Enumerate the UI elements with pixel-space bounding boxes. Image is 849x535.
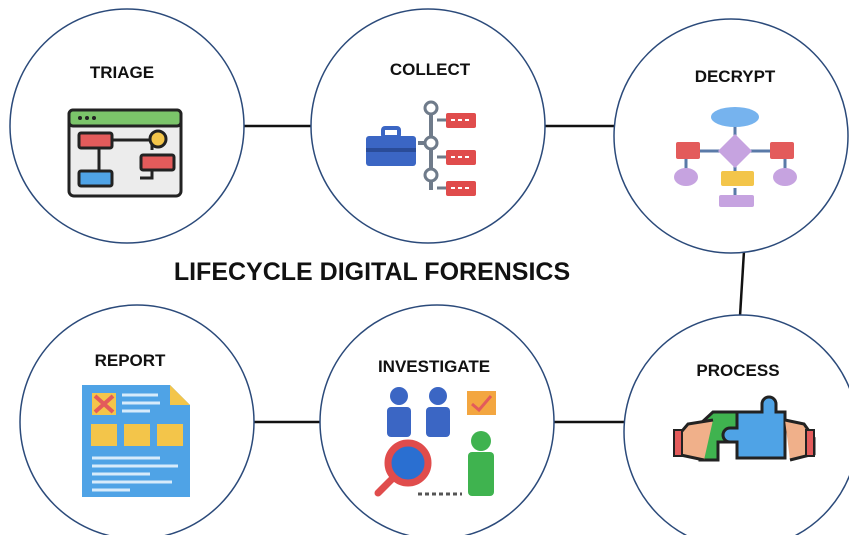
- stage-circle-decrypt[interactable]: [613, 18, 849, 254]
- flowchart-window-icon: [67, 108, 183, 198]
- diagram-title: LIFECYCLE DIGITAL FORENSICS: [174, 258, 570, 286]
- briefcase-tree-icon: [366, 100, 476, 196]
- connector-decrypt-process: [738, 250, 746, 317]
- stage-label-decrypt: DECRYPT: [695, 67, 776, 86]
- decision-flowchart-icon: [674, 107, 797, 207]
- stage-label-process: PROCESS: [696, 361, 779, 380]
- stage-label-collect: COLLECT: [390, 60, 471, 79]
- document-report-icon: [82, 385, 190, 497]
- stage-label-triage: TRIAGE: [90, 63, 154, 82]
- stage-label-investigate: INVESTIGATE: [378, 357, 490, 376]
- stage-circle-collect[interactable]: [310, 8, 546, 244]
- puzzle-hands-icon: [673, 395, 816, 462]
- people-magnifier-icon: [374, 387, 496, 497]
- stage-label-report: REPORT: [95, 351, 166, 370]
